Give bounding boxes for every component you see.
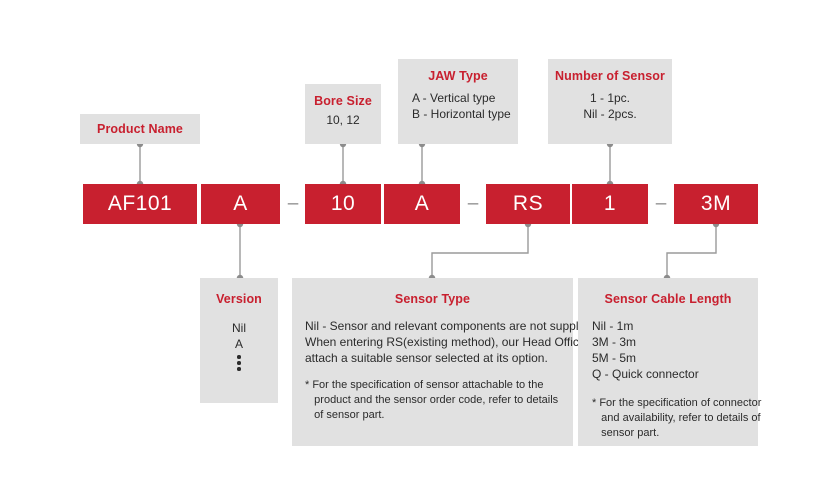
callout-sensor-type-note: * For the specification of sensor attach…	[292, 378, 573, 423]
callout-number-of-sensor: Number of Sensor 1 - 1pc. Nil - 2pcs.	[548, 59, 672, 144]
connector-sensor-cable-length	[666, 224, 717, 278]
callout-bore-size-value: 10, 12	[326, 113, 360, 127]
cable-length-note-line-3: sensor part.	[592, 427, 660, 439]
callout-product-name: Product Name	[80, 114, 200, 144]
callout-sensor-type: Sensor Type Nil - Sensor and relevant co…	[292, 278, 606, 446]
callout-sensor-type-title: Sensor Type	[394, 292, 471, 306]
vertical-ellipsis-icon	[237, 355, 241, 371]
code-separator-1: –	[287, 193, 299, 214]
callout-version: Version Nil A	[200, 278, 278, 403]
callout-version-title: Version	[216, 292, 262, 306]
sensor-type-note-line-2: product and the sensor order code, refer…	[305, 394, 559, 406]
code-chip-product-name[interactable]: AF101	[83, 184, 197, 224]
number-of-sensor-option-nil: Nil - 2pcs.	[583, 107, 637, 121]
version-option-a: A	[234, 337, 243, 351]
callout-sensor-cable-length: Sensor Cable Length Nil - 1m 3M - 3m 5M …	[578, 278, 762, 446]
sensor-type-desc-line-3: attach a suitable sensor selected at its…	[305, 351, 548, 365]
connector-sensor-type	[431, 224, 529, 278]
jaw-type-option-b: B - Horizontal type	[412, 107, 511, 121]
code-separator-3: –	[655, 193, 667, 214]
callout-sensor-type-body: Nil - Sensor and relevant components are…	[292, 318, 606, 366]
callout-sensor-cable-length-body: Nil - 1m 3M - 3m 5M - 5m Q - Quick conne…	[578, 318, 758, 382]
callout-bore-size: Bore Size 10, 12	[305, 84, 381, 144]
callout-version-body: Nil A	[200, 320, 278, 371]
code-chip-sensor-type[interactable]: RS	[486, 184, 570, 224]
sensor-type-note-line-3: of sensor part.	[305, 409, 385, 421]
code-chip-version[interactable]: A	[201, 184, 280, 224]
cable-length-option-5m: 5M - 5m	[592, 351, 637, 365]
sensor-type-desc-line-1: Nil - Sensor and relevant components are…	[305, 319, 598, 333]
sensor-type-desc-line-2: When entering RS(existing method), our H…	[305, 335, 606, 349]
cable-length-option-nil: Nil - 1m	[592, 319, 634, 333]
code-chip-jaw-type[interactable]: A	[384, 184, 460, 224]
callout-sensor-cable-length-note: * For the specification of connector and…	[578, 396, 762, 441]
code-chip-number-of-sensor[interactable]: 1	[572, 184, 648, 224]
callout-bore-size-title: Bore Size	[314, 94, 372, 108]
cable-length-note-line-1: * For the specification of connector	[592, 397, 762, 409]
callout-number-of-sensor-body: 1 - 1pc. Nil - 2pcs.	[548, 90, 672, 122]
callout-jaw-type: JAW Type A - Vertical type B - Horizonta…	[398, 59, 518, 144]
callout-jaw-type-body: A - Vertical type B - Horizontal type	[398, 90, 518, 122]
callout-number-of-sensor-title: Number of Sensor	[555, 69, 665, 83]
callout-product-name-title: Product Name	[97, 122, 183, 136]
callout-jaw-type-title: JAW Type	[428, 69, 488, 83]
number-of-sensor-option-1: 1 - 1pc.	[589, 91, 631, 105]
cable-length-option-q: Q - Quick connector	[592, 367, 699, 381]
jaw-type-option-a: A - Vertical type	[412, 91, 496, 105]
code-separator-2: –	[467, 193, 479, 214]
code-chip-bore-size[interactable]: 10	[305, 184, 381, 224]
version-option-nil: Nil	[232, 321, 246, 335]
sensor-type-note-line-1: * For the specification of sensor attach…	[305, 379, 544, 391]
callout-sensor-cable-length-title: Sensor Cable Length	[604, 292, 732, 306]
cable-length-note-line-2: and availability, refer to details of	[592, 412, 761, 424]
cable-length-option-3m: 3M - 3m	[592, 335, 637, 349]
code-chip-sensor-cable-length[interactable]: 3M	[674, 184, 758, 224]
